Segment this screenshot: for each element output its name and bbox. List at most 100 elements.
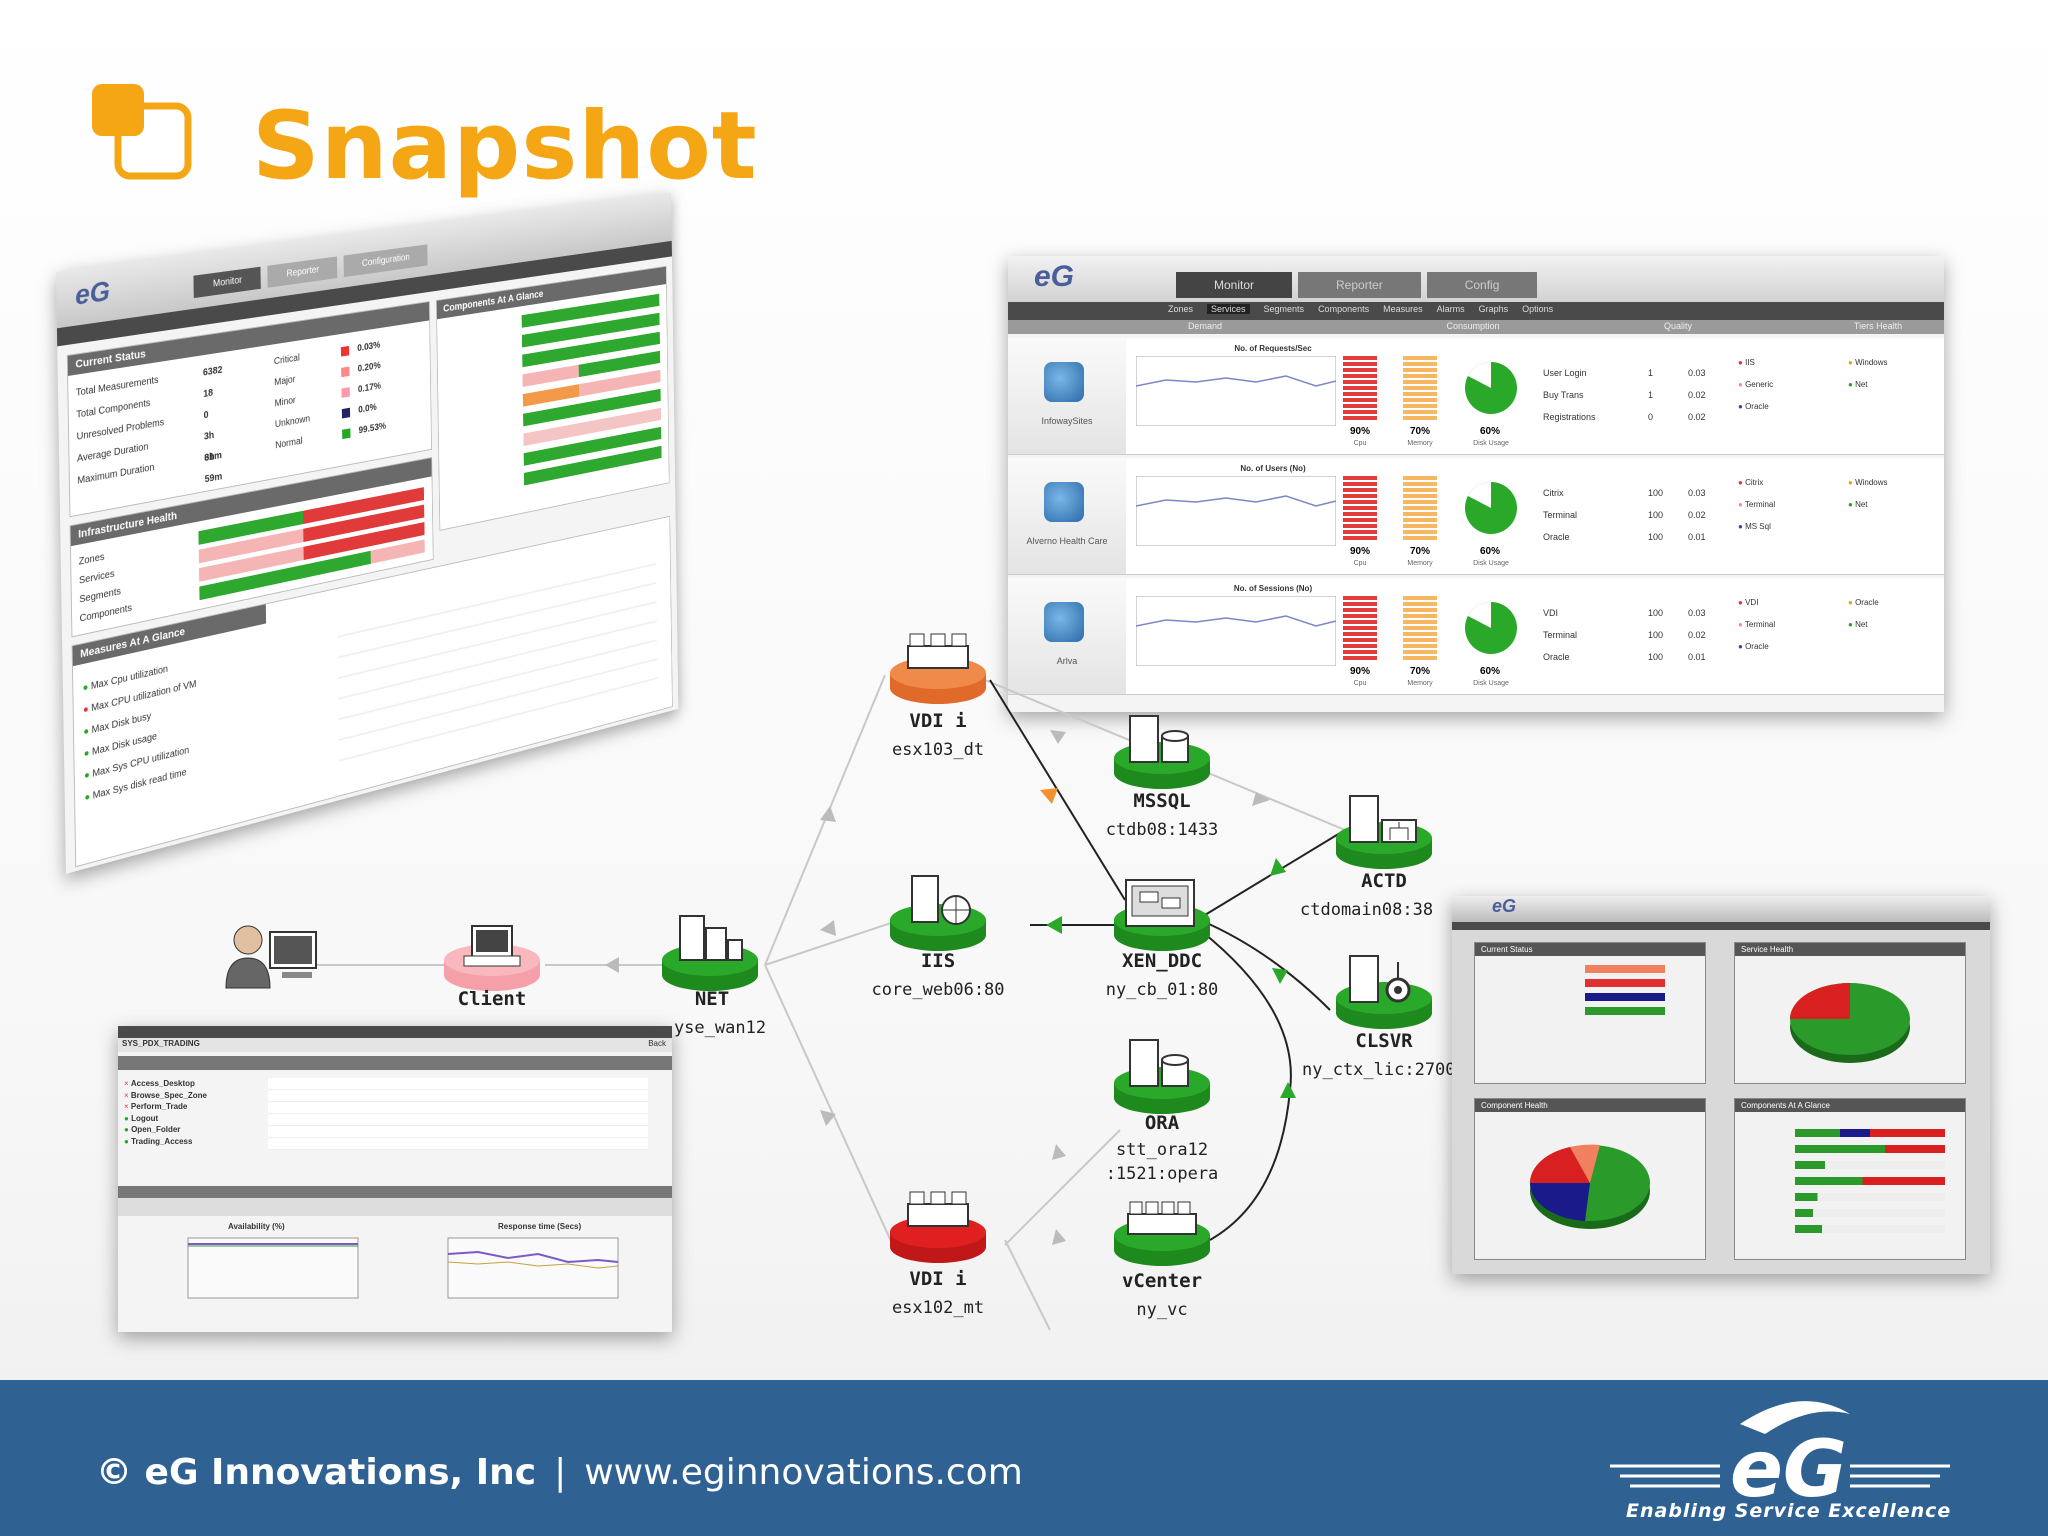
eg-mini-logo: eG — [1492, 896, 1517, 916]
node-sub-ora: stt_ora12 — [1115, 1140, 1209, 1160]
node-label-vdi-1[interactable]: VDI i — [909, 710, 967, 732]
column-header: Quality — [1663, 321, 1692, 331]
demand-sparkline — [1136, 476, 1336, 546]
quality-name: Oracle — [1543, 652, 1570, 662]
gauge-label: Disk Usage — [1473, 680, 1509, 687]
services-screenshot: eG Monitor Reporter Config Zones Service… — [1008, 256, 1944, 712]
tier-item: Terminal — [1744, 620, 1776, 629]
subnav-item[interactable]: Options — [1522, 304, 1554, 314]
topology-diagram — [225, 633, 1432, 1331]
node-label-iis[interactable]: IIS — [920, 950, 956, 972]
license-server-icon — [1336, 955, 1432, 1029]
panel-title: Service Health — [1735, 943, 1965, 956]
vdi-host-icon — [890, 633, 986, 704]
transaction-item: Access_Desktop — [130, 1079, 195, 1088]
gauge-bar — [1403, 356, 1437, 422]
tier-item: Terminal — [1744, 500, 1776, 509]
back-link[interactable]: Back — [648, 1039, 666, 1048]
subnav-item[interactable]: Graphs — [1478, 304, 1509, 314]
subnav-item[interactable]: Segments — [1263, 304, 1305, 314]
service-health-pie — [1790, 983, 1910, 1063]
footer-separator: | — [554, 1452, 567, 1493]
quality-availability: 100 — [1648, 630, 1664, 640]
transaction-item: Trading_Access — [131, 1136, 193, 1146]
node-label-vdi-2[interactable]: VDI i — [909, 1268, 967, 1290]
quality-availability: 100 — [1648, 532, 1664, 542]
node-sub-clsvr: ny_ctx_lic:2700 — [1302, 1060, 1452, 1080]
subnav-item-active[interactable]: Services — [1207, 304, 1250, 314]
tier-item: VDI — [1745, 598, 1759, 607]
subnav-item[interactable]: Components — [1318, 304, 1370, 314]
tab-reporter[interactable]: Reporter — [1298, 272, 1421, 298]
gauge-value: 90% — [1349, 666, 1370, 677]
gauge-value: 70% — [1409, 666, 1430, 677]
service-icon — [1044, 362, 1084, 402]
service-row[interactable]: Alverno Health Care No. of Users (No) 90… — [1008, 458, 1944, 575]
node-label-vcenter[interactable]: vCenter — [1121, 1270, 1203, 1292]
client-icon — [444, 925, 540, 991]
subnav-item[interactable]: Measures — [1383, 304, 1423, 314]
database-server-icon — [1114, 715, 1210, 789]
quality-response: 0.02 — [1688, 630, 1706, 640]
gauge-label: Memory — [1407, 680, 1433, 687]
node-label-clsvr[interactable]: CLSVR — [1355, 1030, 1413, 1052]
node-label-actd[interactable]: ACTD — [1361, 870, 1407, 892]
component-health-pie — [1529, 1144, 1650, 1229]
subnav-item[interactable]: Zones — [1168, 304, 1194, 314]
logo-tagline: Enabling Service Excellence — [1626, 1500, 1952, 1522]
components-glance-mini-panel: Components At A Glance — [1734, 1098, 1966, 1260]
footer-text: © eG Innovations, Inc | www.eginnovations.… — [96, 1452, 1023, 1493]
gauge-bar — [1343, 356, 1377, 422]
service-row[interactable]: Arlva No. of Sessions (No) 90% 70% 60% C… — [1008, 578, 1944, 695]
gauge-value: 90% — [1349, 546, 1370, 557]
quality-name: Registrations — [1543, 412, 1596, 422]
tiers-list: ● IIS● Windows ● Generic● Net ● Oracle — [1738, 358, 1888, 411]
subnav-item[interactable]: Alarms — [1436, 304, 1465, 314]
gauge-label: Memory — [1407, 440, 1433, 447]
quality-response: 0.02 — [1688, 390, 1706, 400]
tab-config[interactable]: Config — [1426, 272, 1538, 298]
transaction-service-title: SYS_PDX_TRADING — [122, 1039, 200, 1048]
service-name: Alverno Health Care — [1026, 536, 1108, 546]
services-subnav: Zones Services Segments Components Measu… — [1168, 304, 1553, 314]
tier-item: Oracle — [1855, 598, 1879, 607]
service-row[interactable]: InfowaySites No. of Requests/Sec 90% 70%… — [1008, 338, 1944, 455]
footer-url[interactable]: www.eginnovations.com — [584, 1452, 1023, 1493]
node-label-net[interactable]: NET — [694, 988, 730, 1010]
panel-title: Components At A Glance — [1735, 1099, 1965, 1112]
node-sub-vdi-1: esx103_dt — [891, 740, 985, 760]
node-label-mssql[interactable]: MSSQL — [1133, 790, 1191, 812]
node-sub-net: yse_wan12 — [673, 1018, 767, 1038]
footer-copyright: © eG Innovations, Inc — [96, 1452, 537, 1493]
tier-item: Windows — [1855, 358, 1888, 367]
column-header: Tiers Health — [1853, 321, 1903, 331]
quality-response: 0.02 — [1688, 510, 1706, 520]
gauge-value: 60% — [1479, 546, 1500, 557]
quality-name: Oracle — [1543, 532, 1570, 542]
gauge-bar — [1343, 476, 1377, 542]
tier-item: Oracle — [1745, 642, 1769, 651]
transaction-list: × Access_Desktop × Browse_Spec_Zone × Pe… — [124, 1079, 207, 1146]
logo-wordmark: eG — [1730, 1425, 1847, 1515]
quality-availability: 1 — [1648, 390, 1654, 400]
node-label-xen-ddc[interactable]: XEN_DDC — [1121, 950, 1203, 972]
current-status-mini-panel: Current Status — [1474, 942, 1706, 1084]
demand-chart-title: No. of Users (No) — [1240, 464, 1306, 473]
node-label-client[interactable]: Client — [457, 988, 527, 1010]
slide-title: Snapshot — [252, 92, 758, 201]
quality-response: 0.03 — [1688, 608, 1706, 618]
graph-title: Availability (%) — [228, 1222, 285, 1231]
node-label-ora[interactable]: ORA — [1144, 1112, 1180, 1134]
transactions-screenshot: SYS_PDX_TRADING Back × Access_Desktop × … — [118, 1026, 672, 1332]
health-screenshot: eG Current Status Service Health Compone… — [1452, 896, 1990, 1274]
tier-item: Generic — [1745, 380, 1774, 389]
tab-monitor[interactable]: Monitor — [1176, 272, 1293, 298]
quality-availability: 100 — [1648, 608, 1664, 618]
demand-sparkline — [1136, 356, 1336, 426]
transaction-graphs — [187, 1237, 619, 1299]
quality-availability: 100 — [1648, 488, 1664, 498]
service-icon — [1044, 602, 1084, 642]
gauge-label: Cpu — [1353, 680, 1367, 687]
transaction-item: Logout — [131, 1113, 159, 1123]
